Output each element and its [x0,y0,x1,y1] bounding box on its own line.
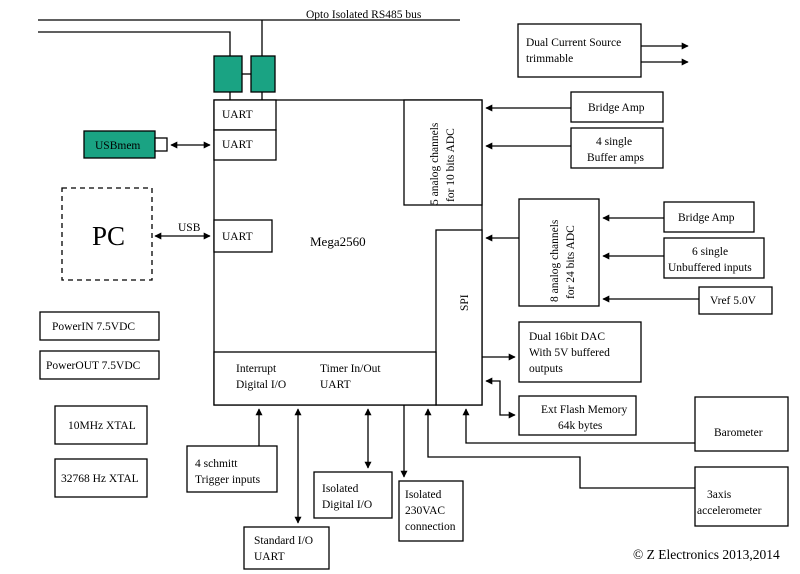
opto-isolator-left [213,55,243,93]
uart-3-label: UART [222,231,253,243]
spi-block: SPI [435,229,483,406]
adc10-line2: for 10 bits ADC [445,128,457,202]
power-out-label: PowerOUT 7.5VDC [46,360,141,372]
flash-line2: 64k bytes [558,420,603,432]
mcu-label: Mega2560 [310,234,366,249]
usb-connector [154,137,168,152]
barometer-block: Barometer [462,396,789,452]
std-io-line2: UART [254,551,285,563]
isolated-digital-io: Isolated Digital I/O [313,408,393,519]
bridge-amp-2-label: Bridge Amp [678,212,735,224]
adc24-line2: for 24 bits ADC [565,225,577,299]
unbuffered-inputs: 6 single Unbuffered inputs [602,237,765,279]
rs485-bus-label: Opto Isolated RS485 bus [306,9,422,21]
flash-block: Ext Flash Memory 64k bytes [485,377,637,436]
xtal-32768-label: 32768 Hz XTAL [61,473,139,485]
buffer-amps-line2: Buffer amps [587,152,644,164]
isolated-ac-line3: connection [405,521,456,533]
adc24-line1: 8 analog channels [549,219,561,302]
vref-label: Vref 5.0V [710,295,757,307]
dual-current-line2: trimmable [526,53,573,65]
xtal-10mhz: 10MHz XTAL [54,405,148,445]
barometer-label: Barometer [714,427,763,439]
buffer-amps: 4 single Buffer amps [485,127,664,169]
xtal-10mhz-label: 10MHz XTAL [68,420,136,432]
unbuffered-line2: Unbuffered inputs [668,262,752,274]
usbmem-label: USBmem [95,140,140,152]
opto-isolator-right [250,55,276,93]
dac-line3: outputs [529,363,563,375]
accel-line1: 3axis [707,489,732,501]
std-io-line1: Standard I/O [254,535,313,547]
schmitt-line1: 4 schmitt [195,458,238,470]
interrupt-line1: Interrupt [236,363,277,375]
barometer-arrow [462,408,695,444]
bridge-amp-1-label: Bridge Amp [588,102,645,114]
schmitt-line2: Trigger inputs [195,474,261,486]
bridge-amp-1: Bridge Amp [485,91,664,123]
accelerometer-block: 3axis accelerometer [424,408,789,527]
isolated-ac-line1: Isolated [405,489,442,501]
uart-box-2 [213,129,277,161]
vref: Vref 5.0V [602,286,773,315]
bridge-amp-2: Bridge Amp [602,201,755,233]
unbuffered-line1: 6 single [692,246,728,258]
dual-current-line1: Dual Current Source [526,37,621,49]
timer-line2: UART [320,379,351,391]
xtal-32768hz: 32768 Hz XTAL [54,458,148,498]
isolated-io-line1: Isolated [322,483,359,495]
spi-flash-arrow [485,377,516,419]
dac-block: Dual 16bit DAC With 5V buffered outputs [482,321,642,383]
usbmem-module: USBmem [83,130,211,159]
isolated-io-line2: Digital I/O [322,499,372,511]
uart-box-3 [213,219,273,253]
pc-label: PC [92,221,125,251]
usb-link-label: USB [178,222,201,234]
power-out: PowerOUT 7.5VDC [39,350,160,380]
isolated-230vac: Isolated 230VAC connection [398,405,464,542]
dac-line2: With 5V buffered [529,347,610,359]
standard-io: Standard I/O UART [243,408,330,570]
uart-1-label: UART [222,109,253,121]
adc24-block: 8 analog channels for 24 bits ADC [485,198,600,307]
dual-current-source: Dual Current Source trimmable [517,23,689,78]
pc-box: PC USB [61,187,211,281]
adc10-line1: 5 analog channels [429,122,441,205]
copyright-notice: © Z Electronics 2013,2014 [633,547,780,562]
interrupt-line2: Digital I/O [236,379,286,391]
accelerometer-arrow [424,408,695,489]
uart-box-1 [213,99,277,131]
adc10-block: 5 analog channels for 10 bits ADC [403,99,483,206]
schmitt-inputs: 4 schmitt Trigger inputs [186,408,278,493]
rs485-bus: Opto Isolated RS485 bus [38,9,460,100]
buffer-amps-line1: 4 single [596,136,632,148]
flash-line1: Ext Flash Memory [541,404,627,416]
power-in-label: PowerIN 7.5VDC [52,321,135,333]
spi-label: SPI [459,294,471,311]
dac-line1: Dual 16bit DAC [529,331,605,343]
accel-line2: accelerometer [697,505,762,517]
power-in: PowerIN 7.5VDC [39,311,160,341]
io-timer-block: Interrupt Digital I/O Timer In/Out UART [213,351,437,406]
isolated-ac-line2: 230VAC [405,505,445,517]
timer-line1: Timer In/Out [320,363,381,375]
uart-2-label: UART [222,139,253,151]
rs485-line-b [38,31,231,56]
